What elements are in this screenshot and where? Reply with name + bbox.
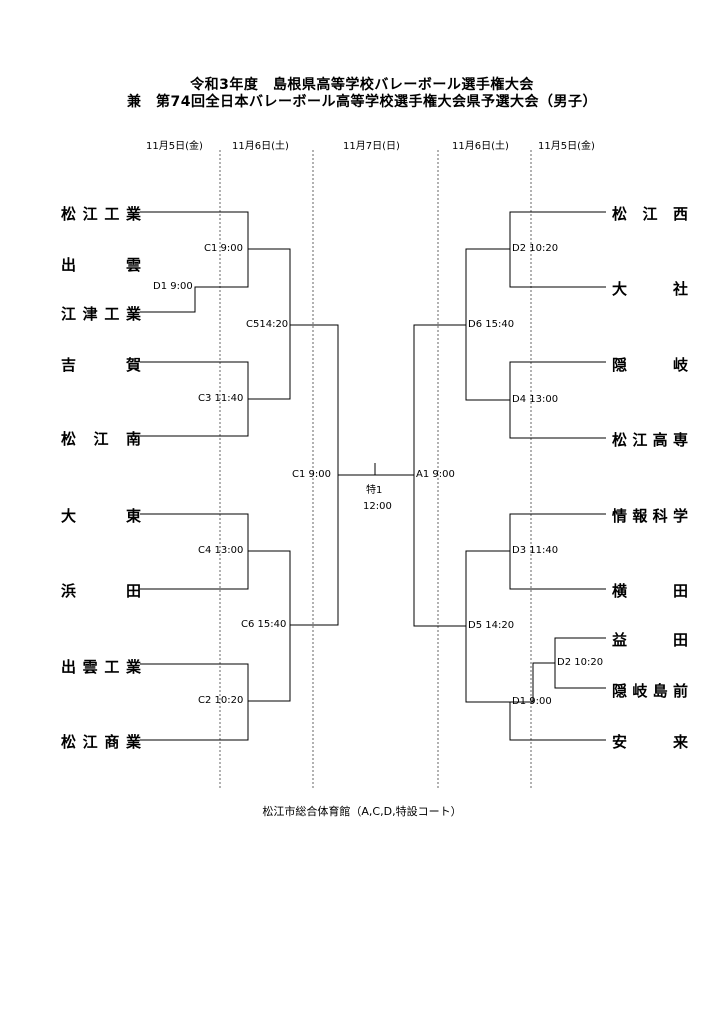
team-right-7: 益田	[612, 631, 688, 649]
team-left-3: 江津工業	[61, 305, 141, 323]
tournament-subtitle: 兼 第74回全日本バレーボール高等学校選手権大会県予選大会（男子）	[127, 94, 597, 110]
match-right-d2b: D2 10:20	[557, 657, 604, 668]
match-left-c6: C6 15:40	[241, 619, 287, 630]
right-bracket	[413, 211, 606, 741]
match-right-d3: D3 11:40	[512, 545, 559, 556]
match-right-a1: A1 9:00	[416, 469, 455, 480]
match-right-d5: D5 14:20	[468, 620, 515, 631]
team-right-6: 横田	[612, 582, 688, 600]
team-left-8: 出雲工業	[61, 658, 141, 676]
match-left-semi: C1 9:00	[292, 469, 331, 480]
team-right-1: 松江西	[612, 205, 688, 223]
team-right-4: 松江高専	[612, 431, 688, 449]
team-right-2: 大社	[612, 280, 688, 298]
team-right-9: 安来	[612, 733, 688, 751]
match-left-c2: C2 10:20	[198, 695, 244, 706]
team-right-8: 隠岐島前	[612, 682, 688, 700]
left-bracket	[140, 211, 414, 741]
team-right-3: 隠岐	[612, 356, 688, 374]
final-time: 12:00	[363, 501, 392, 512]
team-left-2: 出雲	[61, 256, 141, 274]
team-left-4: 吉賀	[61, 356, 141, 374]
match-right-d6: D6 15:40	[468, 319, 515, 330]
date-right-round2: 11月6日(土)	[452, 141, 509, 152]
match-right-d1: D1 9:00	[512, 696, 552, 707]
match-right-d2a: D2 10:20	[512, 243, 559, 254]
date-final: 11月7日(日)	[343, 141, 400, 152]
date-left-round2: 11月6日(土)	[232, 141, 289, 152]
match-left-c3: C3 11:40	[198, 393, 244, 404]
match-left-c4: C4 13:00	[198, 545, 244, 556]
match-left-c5: C514:20	[246, 319, 289, 330]
final-label: 特1	[366, 485, 383, 496]
date-dividers	[219, 150, 532, 790]
date-left-round1: 11月5日(金)	[146, 141, 203, 152]
match-left-d1: D1 9:00	[153, 281, 193, 292]
team-left-5: 松江南	[61, 430, 141, 448]
team-left-9: 松江商業	[61, 733, 141, 751]
tournament-title: 令和3年度 島根県高等学校バレーボール選手権大会	[190, 77, 534, 93]
match-left-c1: C1 9:00	[204, 243, 243, 254]
match-right-d4: D4 13:00	[512, 394, 559, 405]
team-right-5: 情報科学	[612, 507, 688, 525]
team-left-6: 大東	[61, 507, 141, 525]
team-left-7: 浜田	[61, 582, 141, 600]
venue-note: 松江市総合体育館（A,C,D,特設コート）	[262, 805, 462, 818]
team-left-1: 松江工業	[61, 205, 141, 223]
date-right-round1: 11月5日(金)	[538, 141, 595, 152]
